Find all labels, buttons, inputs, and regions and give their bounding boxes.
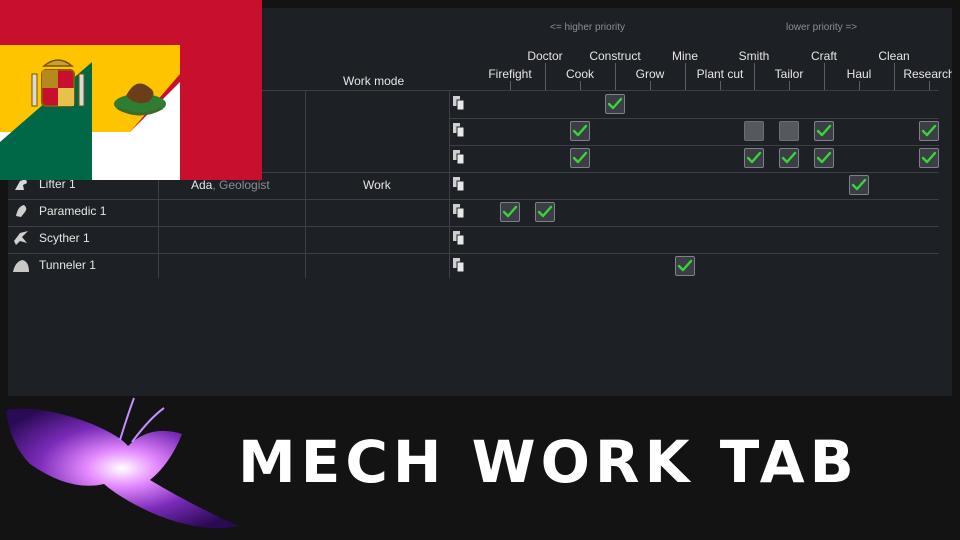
mech-row[interactable]: Tunneler 1 (8, 252, 158, 278)
checkmark-icon (851, 178, 867, 191)
work-assignment-checkbox[interactable] (570, 121, 590, 141)
mech-row[interactable]: Scyther 1 (8, 225, 158, 251)
work-assignment-checkbox[interactable] (779, 148, 799, 168)
work-assignment-checkbox[interactable] (605, 94, 625, 114)
work-type-header[interactable]: Craft (810, 49, 838, 63)
column-divider (158, 90, 159, 278)
copy-paste-icon[interactable] (452, 149, 466, 165)
work-assignment-checkbox[interactable] (744, 121, 764, 141)
row-divider (8, 199, 939, 200)
checkmark-icon (502, 205, 518, 218)
work-type-tick (510, 81, 511, 90)
banner-title: MECH WORK TAB (238, 428, 859, 496)
work-assignment-checkbox[interactable] (675, 256, 695, 276)
copy-paste-icon[interactable] (452, 95, 466, 111)
work-type-tick (720, 81, 721, 90)
work-type-tick (650, 81, 651, 90)
work-assignment-checkbox[interactable] (535, 202, 555, 222)
work-assignment-checkbox[interactable] (814, 121, 834, 141)
work-type-header[interactable]: Plant cut (696, 67, 744, 81)
mech-row[interactable]: Lifter 1 (8, 171, 158, 197)
row-divider (449, 145, 939, 146)
work-type-tick (545, 63, 546, 90)
work-type-tick (685, 63, 686, 90)
work-assignment-checkbox[interactable] (814, 148, 834, 168)
work-type-header[interactable]: Cook (565, 67, 595, 81)
work-type-header[interactable]: Research (903, 67, 952, 81)
work-type-header[interactable]: Smith (738, 49, 770, 63)
lower-priority-label: lower priority => (786, 22, 858, 33)
row-divider (449, 118, 939, 119)
row-divider (8, 253, 939, 254)
header-divider (8, 90, 939, 91)
mech-row[interactable]: Paramedic 1 (8, 198, 158, 224)
work-assignment-checkbox[interactable] (500, 202, 520, 222)
tunneler-icon (12, 256, 30, 274)
work-type-header[interactable]: Mine (671, 49, 699, 63)
copy-paste-icon[interactable] (452, 257, 466, 273)
work-type-header[interactable]: Grow (635, 67, 665, 81)
work-type-header[interactable]: Construct (589, 49, 641, 63)
checkmark-icon (921, 151, 937, 164)
mech-label: Tunneler 1 (39, 258, 96, 272)
work-type-tick (894, 63, 895, 90)
copy-paste-icon[interactable] (452, 203, 466, 219)
checkmark-icon (746, 151, 762, 164)
work-type-header[interactable]: Doctor (527, 49, 563, 63)
work-type-header[interactable]: Clean (878, 49, 910, 63)
work-assignment-checkbox[interactable] (570, 148, 590, 168)
row-divider (8, 172, 939, 173)
work-mode-value[interactable]: Work (363, 178, 391, 192)
checkmark-icon (572, 124, 588, 137)
row-divider (8, 226, 939, 227)
work-type-header[interactable]: Tailor (774, 67, 804, 81)
work-type-tick (615, 63, 616, 90)
work-type-header[interactable]: Haul (846, 67, 872, 81)
work-type-tick (580, 81, 581, 90)
work-assignment-checkbox[interactable] (849, 175, 869, 195)
overlord-role: Geologist (219, 178, 270, 192)
work-type-tick (824, 63, 825, 90)
column-divider (305, 90, 306, 278)
column-divider (449, 90, 450, 278)
work-type-tick (789, 81, 790, 90)
checkmark-icon (607, 97, 623, 110)
spain-mexico-flag-icon (0, 0, 262, 180)
work-type-header[interactable]: Firefight (488, 67, 532, 81)
work-mode-header: Work mode (343, 74, 405, 88)
work-type-tick (929, 81, 930, 90)
higher-priority-label: <= higher priority (550, 22, 626, 33)
work-assignment-checkbox[interactable] (919, 148, 939, 168)
work-assignment-checkbox[interactable] (779, 121, 799, 141)
checkmark-icon (677, 259, 693, 272)
checkmark-icon (572, 151, 588, 164)
checkmark-icon (816, 151, 832, 164)
mech-label: Paramedic 1 (39, 204, 107, 218)
lifter-icon (12, 175, 30, 193)
copy-paste-icon[interactable] (452, 176, 466, 192)
moth-logo-icon (6, 397, 238, 529)
work-assignment-checkbox[interactable] (744, 148, 764, 168)
mech-label: Lifter 1 (39, 177, 76, 191)
overlord-label: Ada, Geologist (191, 178, 270, 192)
copy-paste-icon[interactable] (452, 122, 466, 138)
scyther-icon (12, 229, 30, 247)
copy-paste-icon[interactable] (452, 230, 466, 246)
work-type-tick (859, 81, 860, 90)
mech-label: Scyther 1 (39, 231, 90, 245)
checkmark-icon (921, 124, 937, 137)
work-type-tick (754, 63, 755, 90)
work-assignment-checkbox[interactable] (919, 121, 939, 141)
checkmark-icon (816, 124, 832, 137)
checkmark-icon (781, 151, 797, 164)
checkmark-icon (537, 205, 553, 218)
paramedic-icon (12, 202, 30, 220)
